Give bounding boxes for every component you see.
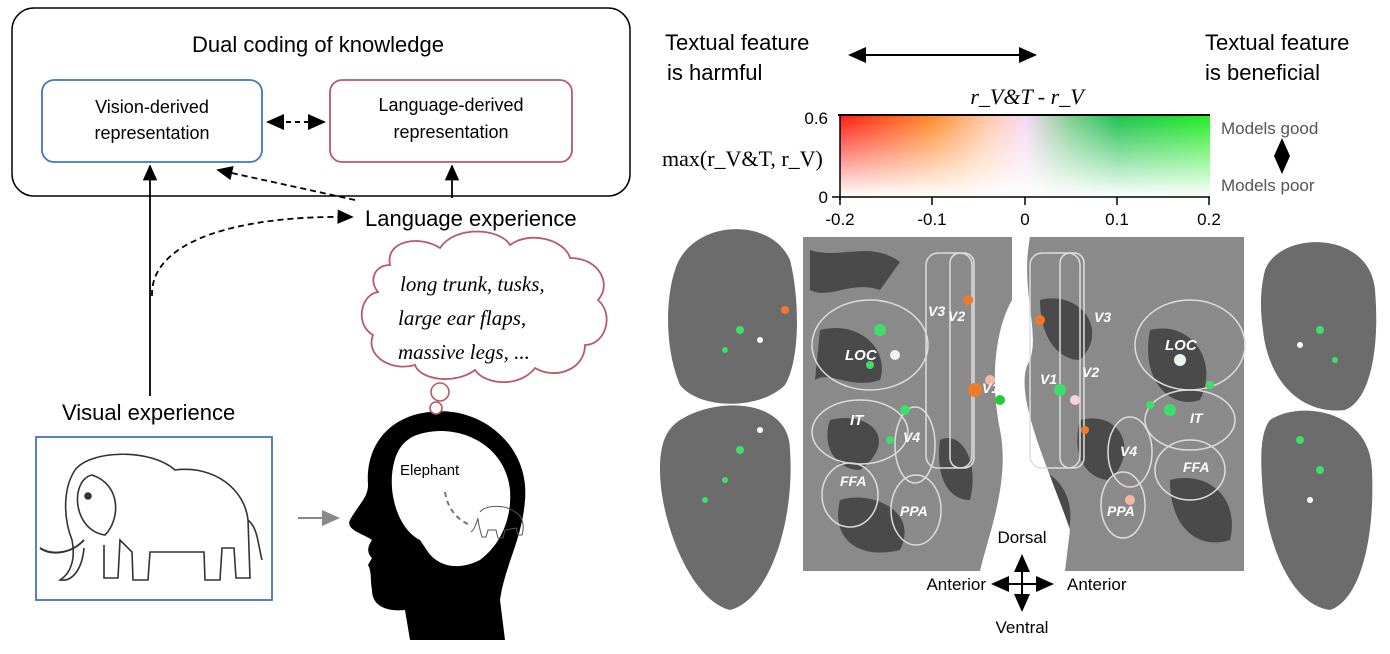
dual-coding-title: Dual coding of knowledge bbox=[192, 32, 444, 57]
roi-label: V3 bbox=[928, 303, 945, 319]
lateral-brain-left-bottom bbox=[660, 405, 791, 610]
thought-dashed-line bbox=[444, 491, 471, 526]
x-tick-label: -0.1 bbox=[917, 210, 946, 229]
anterior-right-label: Anterior bbox=[1067, 575, 1127, 594]
roi-label: V3 bbox=[1094, 309, 1111, 325]
y-tick-0: 0 bbox=[819, 188, 828, 207]
roi-label: V2 bbox=[1082, 364, 1099, 380]
dorsal-label: Dorsal bbox=[997, 528, 1046, 547]
head-silhouette-icon bbox=[349, 411, 526, 640]
roi-label: FFA bbox=[1183, 459, 1209, 475]
language-box bbox=[329, 79, 573, 163]
x-tick-label: 0.2 bbox=[1197, 210, 1221, 229]
roi-label: V1 bbox=[1040, 371, 1057, 387]
lateral-brain-right-top bbox=[1260, 242, 1377, 411]
thought-line-2: large ear flaps, bbox=[398, 306, 526, 330]
language-experience-label: Language experience bbox=[365, 206, 577, 231]
colorbar-x-title: r_V&T - r_V bbox=[970, 84, 1086, 109]
roi-label: V2 bbox=[948, 308, 965, 324]
y-tick-0.6: 0.6 bbox=[804, 109, 828, 128]
x-tick-label: -0.2 bbox=[825, 210, 854, 229]
visual-experience-label: Visual experience bbox=[62, 400, 235, 425]
thought-cloud bbox=[360, 230, 608, 415]
x-tick-label: 0.1 bbox=[1105, 210, 1129, 229]
language-box-line2: representation bbox=[393, 122, 508, 142]
vision-box-line1: Vision-derived bbox=[95, 97, 209, 117]
roi-label: LOC bbox=[845, 347, 878, 364]
visual-to-language-dashed-arrow bbox=[151, 209, 354, 297]
results-panel: Textual feature is harmful Textual featu… bbox=[660, 30, 1377, 637]
lateral-brain-right-bottom bbox=[1261, 410, 1373, 610]
x-ticks: -0.2 -0.1 0 0.1 0.2 bbox=[825, 197, 1221, 229]
roi-label: FFA bbox=[840, 473, 866, 489]
harmful-label-line2: is harmful bbox=[667, 60, 762, 85]
ventral-label: Ventral bbox=[996, 618, 1049, 637]
colorbar-y-title: max(r_V&T, r_V) bbox=[662, 146, 823, 171]
elephant-drawing-icon bbox=[39, 453, 263, 581]
models-poor-label: Models poor bbox=[1221, 176, 1315, 195]
harmful-label-line1: Textual feature bbox=[665, 30, 809, 55]
dual-coding-panel: Dual coding of knowledge Vision-derived … bbox=[11, 7, 631, 640]
language-box-line1: Language-derived bbox=[378, 95, 523, 115]
activation-spots bbox=[866, 295, 1214, 505]
elephant-image-box bbox=[35, 436, 273, 601]
small-elephant-icon bbox=[470, 505, 524, 539]
language-to-vision-dashed-arrow bbox=[216, 166, 356, 201]
roi-label: PPA bbox=[900, 503, 928, 519]
roi-label: IT bbox=[850, 412, 865, 429]
roi-label: LOC bbox=[1165, 337, 1198, 354]
roi-label: V4 bbox=[903, 429, 920, 445]
models-good-label: Models good bbox=[1221, 119, 1318, 138]
vision-box-line2: representation bbox=[94, 123, 209, 143]
cortical-flatmap: LOC IT V3 V2 V4 V1 FFA PPA V3 LOC V1 V2 … bbox=[803, 237, 1246, 571]
vision-box bbox=[41, 79, 263, 163]
lateral-brain-left-top bbox=[668, 229, 797, 404]
brain-elephant-label: Elephant bbox=[400, 462, 460, 479]
roi-label: V1 bbox=[982, 380, 999, 396]
roi-label: PPA bbox=[1107, 503, 1135, 519]
beneficial-label-line1: Textual feature bbox=[1205, 30, 1349, 55]
thought-line-1: long trunk, tusks, bbox=[400, 272, 545, 296]
roi-label: V4 bbox=[1120, 443, 1137, 459]
thought-line-3: massive legs, ... bbox=[398, 340, 530, 364]
x-tick-label: 0 bbox=[1020, 210, 1029, 229]
roi-label: IT bbox=[1190, 410, 1204, 426]
beneficial-label-line2: is beneficial bbox=[1205, 60, 1320, 85]
anterior-left-label: Anterior bbox=[926, 575, 986, 594]
